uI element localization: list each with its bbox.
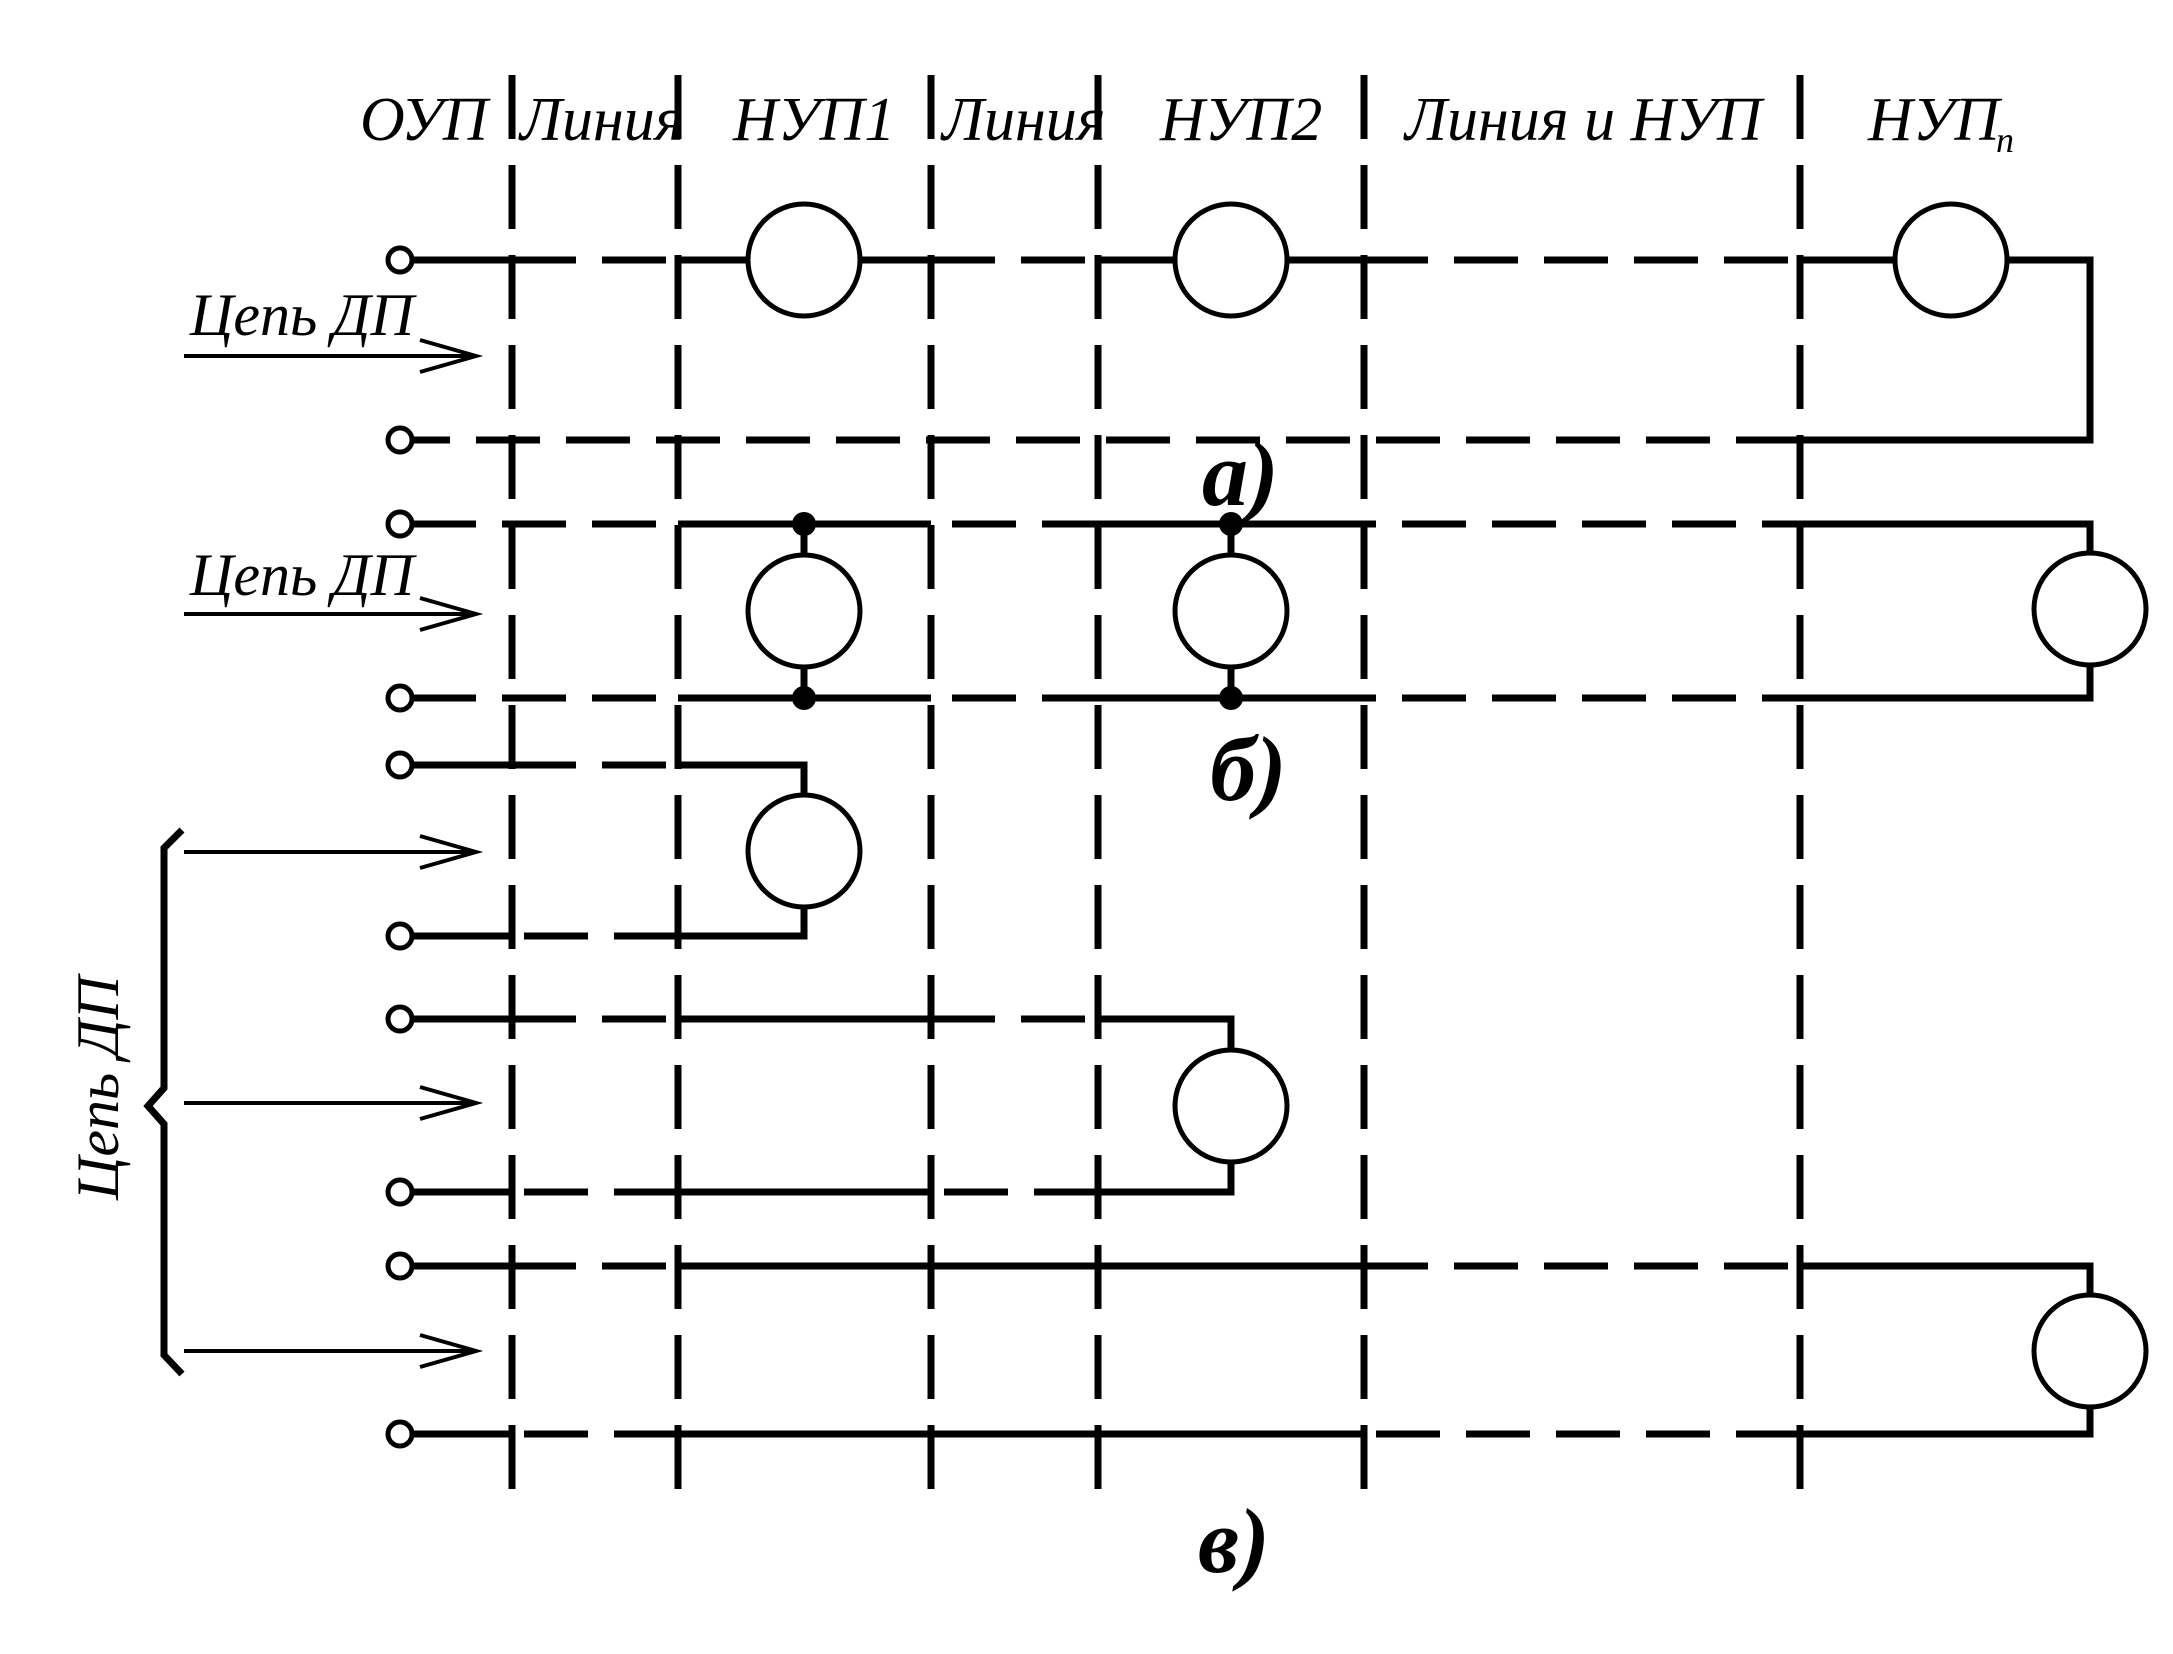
repeater-a-nup-n xyxy=(1892,201,2010,319)
terminal-c2-top xyxy=(385,1004,415,1034)
wire-c3-top-end xyxy=(1800,1262,2094,1295)
repeater-c-nup2 xyxy=(1172,1047,1290,1165)
scheme-c: Цепь ДП в) xyxy=(65,750,2149,1592)
junction-b-3 xyxy=(1219,512,1243,536)
repeater-b-nup1 xyxy=(745,552,863,670)
terminal-c2-bottom xyxy=(385,1177,415,1207)
header-nup1: НУП1 xyxy=(732,86,895,154)
arrow-b-head xyxy=(419,596,484,632)
label-circuit-c: Цепь ДП xyxy=(65,973,131,1201)
part-label-c: в) xyxy=(1198,1490,1270,1592)
label-circuit-b: Цепь ДП xyxy=(189,542,417,608)
repeater-a-nup1 xyxy=(745,201,863,319)
arrow-a-head xyxy=(419,338,484,374)
header-nup-n: НУП xyxy=(1867,86,2002,154)
curly-brace xyxy=(143,827,185,1377)
part-label-a: а) xyxy=(1202,423,1279,525)
terminal-b-bottom xyxy=(385,683,415,713)
wire-c3-bottom-end xyxy=(1800,1407,2094,1438)
arrow-c2-head xyxy=(419,1085,484,1121)
label-circuit-a: Цепь ДП xyxy=(189,282,417,348)
wire-c1-top-end xyxy=(678,761,808,795)
header-line-1: Линия xyxy=(518,86,684,154)
scheme-b: Цепь ДП б) xyxy=(184,509,2149,820)
junction-b-1 xyxy=(792,512,816,536)
terminal-c3-top xyxy=(385,1251,415,1281)
repeater-c-nup-n xyxy=(2031,1292,2149,1410)
repeater-c-nup1 xyxy=(745,792,863,910)
wire-c2-top-end xyxy=(1098,1015,1235,1050)
part-label-b: б) xyxy=(1210,718,1287,820)
wire-b-bottom-end xyxy=(1800,665,2094,702)
terminal-c1-top xyxy=(385,750,415,780)
terminal-c1-bottom xyxy=(385,921,415,951)
column-headers: ОУП Линия НУП1 Линия НУП2 Линия и НУП НУ… xyxy=(360,86,2014,160)
junction-b-4 xyxy=(1219,686,1243,710)
terminal-b-top xyxy=(385,509,415,539)
section-dividers xyxy=(508,75,1804,1515)
header-nup2: НУП2 xyxy=(1159,86,1322,154)
wire-c2-bottom-end xyxy=(1098,1162,1235,1196)
header-line-2: Линия xyxy=(940,86,1106,154)
header-nup-n-subscript: n xyxy=(1996,120,2014,160)
terminal-a-top xyxy=(385,245,415,275)
repeater-b-nup2 xyxy=(1172,552,1290,670)
terminal-c3-bottom xyxy=(385,1419,415,1449)
header-oup: ОУП xyxy=(360,86,491,154)
terminal-a-bottom xyxy=(385,425,415,455)
scheme-a: Цепь ДП а) xyxy=(184,201,2094,525)
arrow-c3-head xyxy=(419,1333,484,1369)
repeater-b-nup-n xyxy=(2031,550,2149,668)
header-line-and-nup: Линия и НУП xyxy=(1403,86,1765,154)
wire-c1-bottom-end xyxy=(678,907,808,940)
repeater-a-nup2 xyxy=(1172,201,1290,319)
arrow-c1-head xyxy=(419,834,484,870)
junction-b-2 xyxy=(792,686,816,710)
wire-b-top-end xyxy=(1800,520,2094,553)
